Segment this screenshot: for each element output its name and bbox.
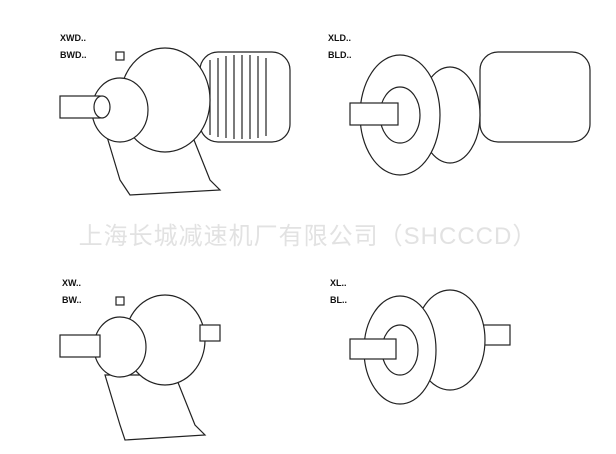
label-xld: XLD..BLD.. <box>328 33 352 60</box>
xl-reducer-drawing <box>349 289 511 405</box>
xld-reducer-drawing <box>349 51 591 176</box>
label-xl: XL..BL.. <box>330 278 347 305</box>
label-xwd: XWD..BWD.. <box>60 33 87 60</box>
label-xw: XW..BW.. <box>62 278 82 305</box>
xwd-reducer-drawing <box>59 47 291 196</box>
xw-reducer-drawing <box>59 294 221 441</box>
watermark: 上海长城减速机厂有限公司（SHCCCD） <box>78 223 538 250</box>
